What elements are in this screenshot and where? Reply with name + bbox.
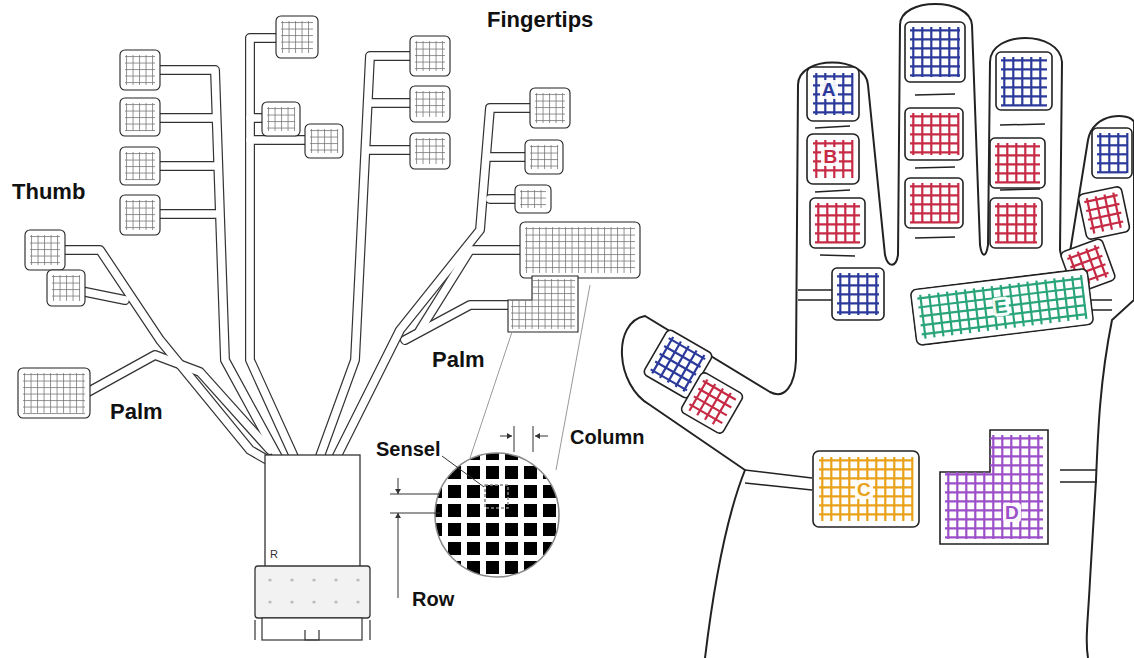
region-letter: B bbox=[821, 147, 839, 166]
region-letter: D bbox=[1003, 503, 1021, 522]
callout-label: Column bbox=[570, 426, 644, 448]
sensor-region: A bbox=[806, 66, 860, 122]
region-letter: E bbox=[991, 296, 1010, 317]
callout-label: Row bbox=[412, 588, 454, 610]
sensor-grid bbox=[938, 428, 1050, 546]
heading-label: Fingertips bbox=[487, 8, 593, 32]
sensor-region: E bbox=[909, 267, 1095, 347]
connector-mark: R bbox=[270, 548, 278, 560]
part-label: Thumb bbox=[12, 180, 85, 204]
sensor-region: C bbox=[812, 450, 920, 528]
part-label: Palm bbox=[432, 348, 485, 372]
hand-outline bbox=[622, 4, 1134, 658]
region-letter: A bbox=[820, 80, 838, 99]
hand-sensors bbox=[642, 22, 1132, 490]
sensor-region: D bbox=[938, 428, 1050, 546]
flex-circuit bbox=[18, 16, 640, 640]
callout-label: Sensel bbox=[376, 438, 440, 460]
region-letter: C bbox=[855, 480, 873, 499]
part-label: Palm bbox=[110, 400, 163, 424]
sensor-region: B bbox=[806, 133, 860, 185]
